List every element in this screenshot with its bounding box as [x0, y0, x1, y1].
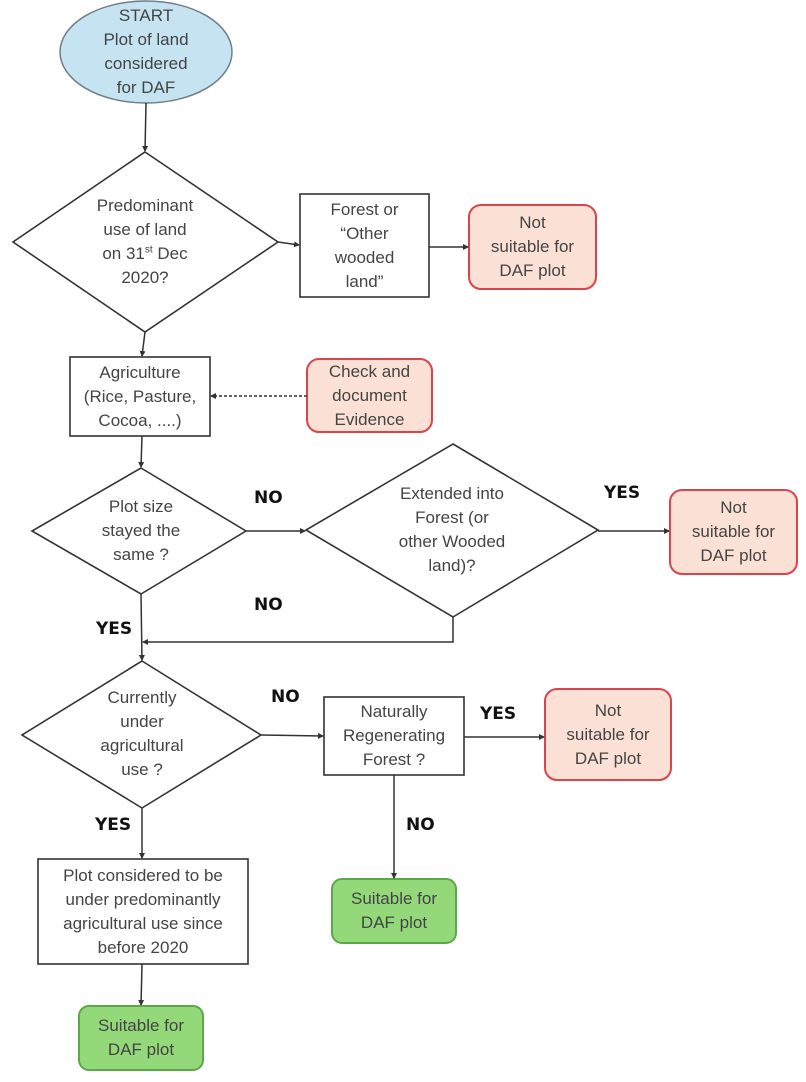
extended-into-forest-label: Extended into Forest (or other Wooded la… [398, 484, 506, 575]
predominant-use-label: Predominant use of land on 31st Dec 2020… [62, 190, 228, 294]
edge-label-currently-no: NO [271, 687, 300, 707]
edge-label-plot-size-yes: YES [96, 619, 133, 639]
edge-extended-no-return [142, 617, 454, 645]
predominantly-agricultural-label: Plot considered to be under predominantl… [63, 865, 223, 957]
edge-start-to-predominant [142, 102, 149, 152]
edge-label-regenerating-yes: YES [480, 704, 517, 724]
not-suitable-label-1: Not suitable for DAF plot [490, 213, 575, 280]
agriculture-label: Agriculture (Rice, Pasture, Cocoa, ....) [83, 362, 197, 430]
edge-label-regenerating-no: NO [406, 815, 435, 835]
edge-plot-size-to-currently [138, 593, 145, 661]
suitable-box-2 [78, 1005, 204, 1071]
suitable-label-1: Suitable for DAF plot [351, 889, 437, 932]
naturally-regenerating-box [323, 696, 465, 776]
naturally-regenerating-label: Naturally Regenerating Forest ? [342, 702, 446, 769]
edge-label-currently-yes: YES [95, 815, 132, 835]
check-evidence-label: Check and document Evidence [328, 361, 411, 429]
not-suitable-label-2: Not suitable for DAF plot [691, 498, 776, 565]
forest-other-wooded-label: Forest or “Other wooded land” [330, 199, 399, 291]
predominantly-agricultural-box [37, 858, 249, 965]
edge-agriculture-to-plot-size [138, 435, 145, 468]
not-suitable-box-3 [544, 688, 672, 781]
plot-size-label: Plot size stayed the same ? [101, 497, 181, 564]
edge-predominantly-to-suitable [138, 963, 145, 1006]
agriculture-box [69, 356, 211, 437]
start-label: START Plot of land considered for DAF [103, 6, 189, 97]
not-suitable-label-3: Not suitable for DAF plot [566, 700, 650, 768]
predominant-use-text-b: Dec 2020? [121, 244, 188, 287]
edge-predominant-to-agriculture [139, 331, 146, 357]
edge-label-extended-yes: YES [604, 483, 641, 503]
predominant-use-text-a: Predominant use of land on 31 [96, 196, 194, 263]
edge-label-extended-no: NO [254, 595, 283, 615]
forest-other-wooded-box [299, 193, 430, 298]
edge-predominant-to-forest [277, 241, 300, 248]
currently-agricultural-label: Currently under agricultural use ? [100, 688, 184, 779]
suitable-label-2: Suitable for DAF plot [98, 1016, 184, 1059]
not-suitable-box-2 [669, 489, 798, 575]
predominant-use-sup: st [144, 244, 153, 256]
suitable-box-1 [331, 878, 457, 944]
not-suitable-box-1 [468, 204, 597, 290]
edge-label-plot-size-no: NO [254, 488, 283, 508]
edge-currently-to-regenerating [260, 732, 324, 739]
